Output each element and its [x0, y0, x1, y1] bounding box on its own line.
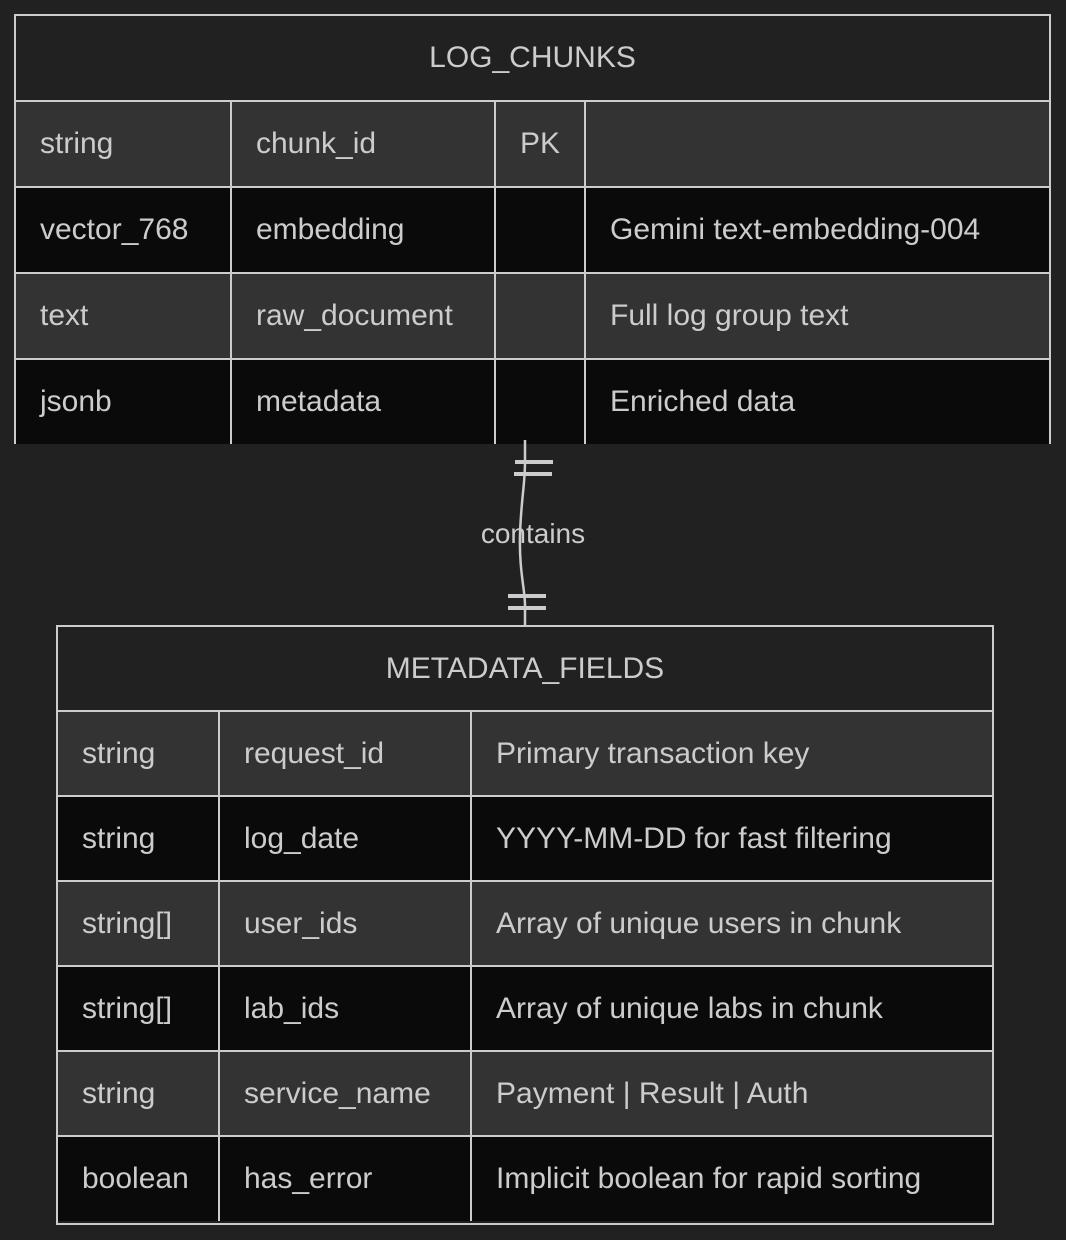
- attribute-type: string[]: [58, 967, 220, 1050]
- attribute-key: [496, 360, 586, 444]
- attribute-comment: Primary transaction key: [496, 736, 810, 770]
- table-row: text raw_document Full log group text: [16, 274, 1049, 360]
- attribute-name: raw_document: [232, 274, 496, 358]
- attribute-type: jsonb: [16, 360, 232, 444]
- attribute-type: vector_768: [16, 188, 232, 272]
- attribute-key: PK: [496, 102, 586, 186]
- attribute-name: service_name: [220, 1052, 472, 1135]
- attribute-name: log_date: [220, 797, 472, 880]
- attribute-comment: Array of unique users in chunk: [496, 906, 902, 940]
- attribute-comment: [586, 102, 1049, 186]
- table-row: string log_date YYYY-MM-DD for fast filt…: [58, 797, 992, 882]
- attribute-name: embedding: [232, 188, 496, 272]
- attribute-comment: Enriched data: [610, 385, 796, 418]
- attribute-comment: Array of unique labs in chunk: [496, 991, 883, 1025]
- table-row: boolean has_error Implicit boolean for r…: [58, 1137, 992, 1221]
- attribute-comment: Gemini text-embedding-004: [610, 213, 981, 246]
- attribute-type: boolean: [58, 1137, 220, 1221]
- table-row: string request_id Primary transaction ke…: [58, 712, 992, 797]
- attribute-type: string[]: [58, 882, 220, 965]
- attribute-name: metadata: [232, 360, 496, 444]
- table-row: jsonb metadata Enriched data: [16, 360, 1049, 444]
- attribute-name: request_id: [220, 712, 472, 795]
- attribute-name: chunk_id: [232, 102, 496, 186]
- entity-title-metadata-fields: METADATA_FIELDS: [58, 627, 992, 712]
- entity-metadata-fields[interactable]: METADATA_FIELDS string request_id Primar…: [56, 625, 994, 1225]
- attribute-type: string: [16, 102, 232, 186]
- attribute-comment: Implicit boolean for rapid sorting: [496, 1162, 922, 1195]
- relationship-label: contains: [480, 518, 586, 549]
- attribute-type: string: [58, 1052, 220, 1135]
- entity-title-log-chunks: LOG_CHUNKS: [16, 16, 1049, 102]
- table-row: string chunk_id PK: [16, 102, 1049, 188]
- attribute-type: string: [58, 797, 220, 880]
- attribute-key: [496, 274, 586, 358]
- attribute-name: lab_ids: [220, 967, 472, 1050]
- attribute-name: user_ids: [220, 882, 472, 965]
- table-row: string[] lab_ids Array of unique labs in…: [58, 967, 992, 1052]
- attribute-key: [496, 188, 586, 272]
- table-row: vector_768 embedding Gemini text-embeddi…: [16, 188, 1049, 274]
- attribute-comment: Full log group text: [610, 299, 849, 332]
- table-row: string[] user_ids Array of unique users …: [58, 882, 992, 967]
- attribute-comment: YYYY-MM-DD for fast filtering: [496, 821, 892, 855]
- attribute-comment: Payment | Result | Auth: [496, 1076, 809, 1110]
- attribute-type: string: [58, 712, 220, 795]
- table-row: string service_name Payment | Result | A…: [58, 1052, 992, 1137]
- entity-log-chunks[interactable]: LOG_CHUNKS string chunk_id PK vector_768…: [14, 14, 1051, 444]
- attribute-type: text: [16, 274, 232, 358]
- attribute-name: has_error: [220, 1137, 472, 1221]
